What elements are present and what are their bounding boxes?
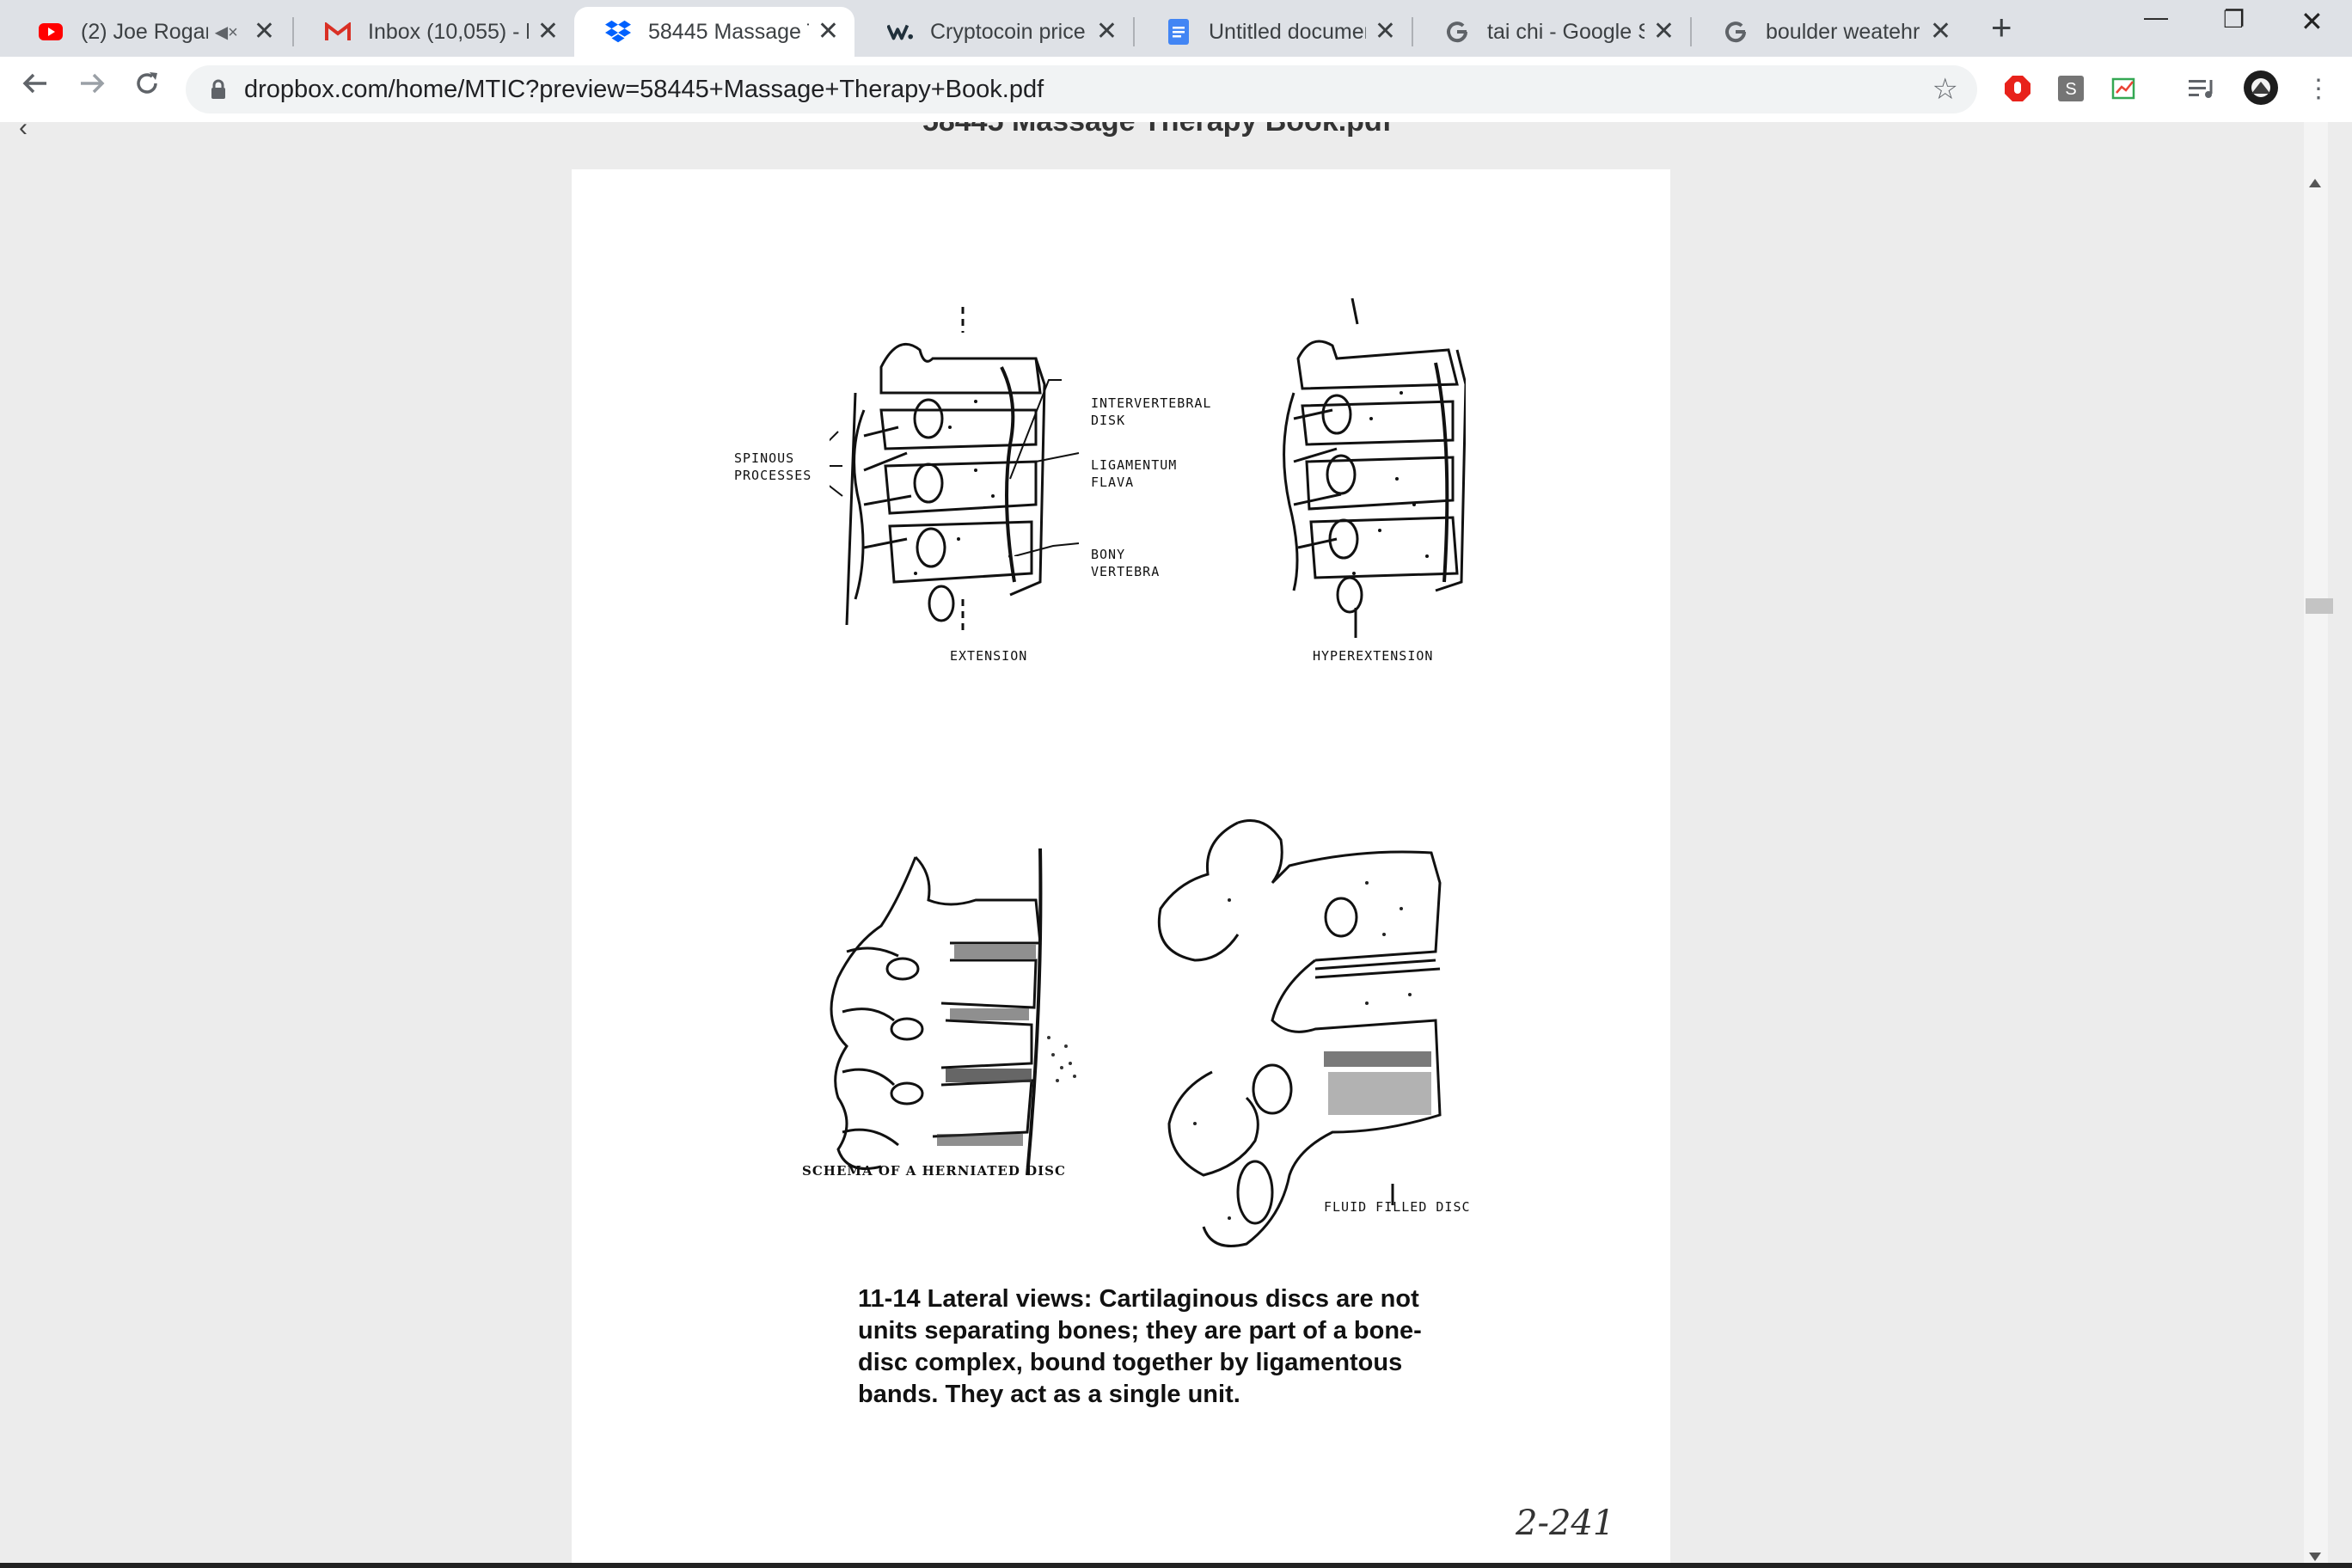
figure-caption: 11-14 Lateral views: Cartilaginous discs…: [858, 1283, 1477, 1411]
pdf-page: INTERVERTEBRAL DISK LIGAMENTUM FLAVA BON…: [572, 169, 1670, 1568]
close-icon[interactable]: ✕: [253, 17, 275, 46]
herniated-disc-illustration: [830, 848, 1076, 1176]
close-window-button[interactable]: ✕: [2300, 6, 2324, 37]
label-spinous-processes: SPINOUS PROCESSES: [734, 450, 812, 484]
google-docs-icon: [1166, 19, 1191, 45]
tab-wordpress[interactable]: Cryptocoin price ir ✕: [856, 7, 1133, 57]
reload-button[interactable]: [132, 69, 162, 107]
label-line: PROCESSES: [734, 468, 812, 483]
tab-title: boulder weatehr -: [1766, 19, 1921, 44]
tab-google-taichi[interactable]: tai chi - Google Se ✕: [1413, 7, 1690, 57]
close-icon[interactable]: ✕: [1929, 17, 1951, 46]
scroll-down-arrow-icon[interactable]: [2309, 1553, 2321, 1561]
chevron-left-icon[interactable]: ‹: [19, 122, 28, 142]
tab-title: Cryptocoin price ir: [930, 19, 1087, 44]
tab-title: Untitled document: [1209, 19, 1366, 44]
extension-spine-illustration: [845, 307, 1046, 634]
tab-title: Inbox (10,055) - br: [368, 19, 529, 44]
close-icon[interactable]: ✕: [1652, 17, 1675, 46]
label-line: INTERVERTEBRAL: [1091, 395, 1212, 411]
scroll-up-arrow-icon[interactable]: [2309, 179, 2321, 187]
menu-kebab-icon[interactable]: ⋮: [2306, 74, 2331, 103]
label-line: VERTEBRA: [1091, 564, 1161, 579]
restore-button[interactable]: ❐: [2223, 6, 2245, 33]
tab-strip: (2) Joe Rogan ◀× ✕ Inbox (10,055) - br ✕…: [0, 0, 2352, 57]
label-line: LIGAMENTUM: [1091, 457, 1178, 473]
tab-google-weather[interactable]: boulder weatehr - ✕: [1692, 7, 1967, 57]
svg-text:S: S: [2065, 80, 2076, 99]
tab-dropbox-active[interactable]: 58445 Massage Th ✕: [574, 7, 854, 57]
label-extension: EXTENSION: [950, 648, 1028, 664]
label-fluid-filled-disc: FLUID FILLED DISC: [1324, 1199, 1471, 1215]
reload-icon: [137, 72, 157, 94]
label-ligamentum-flava: LIGAMENTUM FLAVA: [1091, 456, 1177, 491]
youtube-icon: [38, 19, 64, 45]
close-icon[interactable]: ✕: [536, 17, 559, 46]
taskbar-edge: [0, 1563, 2352, 1568]
adblock-extension-icon[interactable]: [2003, 74, 2032, 103]
label-line: FLAVA: [1091, 475, 1135, 490]
tab-google-docs[interactable]: Untitled document ✕: [1135, 7, 1412, 57]
tab-gmail[interactable]: Inbox (10,055) - br ✕: [294, 7, 574, 57]
speaker-muted-icon[interactable]: ◀×: [214, 22, 238, 42]
tab-separator: [292, 17, 294, 46]
tab-title: tai chi - Google Se: [1487, 19, 1645, 44]
bookmark-star-icon[interactable]: ☆: [1932, 73, 1958, 106]
label-line: SPINOUS: [734, 450, 795, 466]
back-button[interactable]: [21, 69, 50, 107]
fluid-filled-disc-illustration: [1157, 819, 1442, 1247]
google-icon: [1723, 19, 1749, 45]
s-extension-icon[interactable]: S: [2056, 74, 2086, 103]
minimize-button[interactable]: —: [2144, 3, 2168, 30]
forward-arrow-icon: [81, 73, 105, 94]
tab-separator: [1133, 17, 1135, 46]
close-icon[interactable]: ✕: [1374, 17, 1396, 46]
label-bony-vertebra: BONY VERTEBRA: [1091, 546, 1160, 580]
address-bar[interactable]: dropbox.com/home/MTIC?preview=58445+Mass…: [186, 65, 1977, 113]
url-text: dropbox.com/home/MTIC?preview=58445+Mass…: [244, 76, 1044, 103]
caption-line: disc complex, bound together by ligament…: [858, 1349, 1403, 1376]
caption-line: bands. They act as a single unit.: [858, 1381, 1240, 1408]
back-arrow-icon: [22, 73, 46, 94]
media-controls-icon[interactable]: [2187, 74, 2216, 103]
scrollbar-thumb[interactable]: [2306, 598, 2333, 614]
forward-button[interactable]: [77, 69, 107, 107]
close-icon[interactable]: ✕: [817, 17, 839, 46]
vertical-scrollbar[interactable]: [2304, 122, 2333, 1568]
page-number: 2-241: [1516, 1504, 1615, 1543]
tab-separator: [1690, 17, 1692, 46]
document-title: 58445 Massage Therapy Book.pdf: [0, 122, 2314, 138]
avatar[interactable]: [2242, 69, 2280, 107]
label-intervertebral-disk: INTERVERTEBRAL DISK: [1091, 395, 1211, 429]
dropbox-icon: [605, 19, 631, 45]
gmail-icon: [325, 19, 351, 45]
google-icon: [1444, 19, 1470, 45]
label-hyperextension: HYPEREXTENSION: [1313, 648, 1434, 664]
label-herniated-disc: SCHEMA OF A HERNIATED DISC: [802, 1163, 1066, 1179]
tab-separator: [1412, 17, 1413, 46]
label-line: BONY: [1091, 547, 1126, 562]
browser-toolbar: dropbox.com/home/MTIC?preview=58445+Mass…: [0, 57, 2352, 123]
tab-title: 58445 Massage Th: [648, 19, 809, 44]
leader-lines: [830, 379, 1080, 556]
caption-line: 11-14 Lateral views: Cartilaginous discs…: [858, 1285, 1419, 1313]
caption-line: units separating bones; they are part of…: [858, 1317, 1422, 1344]
hyperextension-spine-illustration: [1283, 298, 1466, 638]
close-icon[interactable]: ✕: [1095, 17, 1118, 46]
label-line: DISK: [1091, 413, 1126, 428]
chart-extension-icon[interactable]: [2110, 74, 2139, 103]
tab-youtube[interactable]: (2) Joe Rogan ◀× ✕: [7, 7, 291, 57]
new-tab-button[interactable]: +: [1991, 7, 2012, 47]
lock-icon[interactable]: [210, 79, 227, 104]
tab-title: (2) Joe Rogan: [81, 19, 208, 44]
wordpress-w-icon: [887, 19, 913, 45]
pdf-viewer: ‹ 58445 Massage Therapy Book.pdf: [0, 122, 2352, 1568]
